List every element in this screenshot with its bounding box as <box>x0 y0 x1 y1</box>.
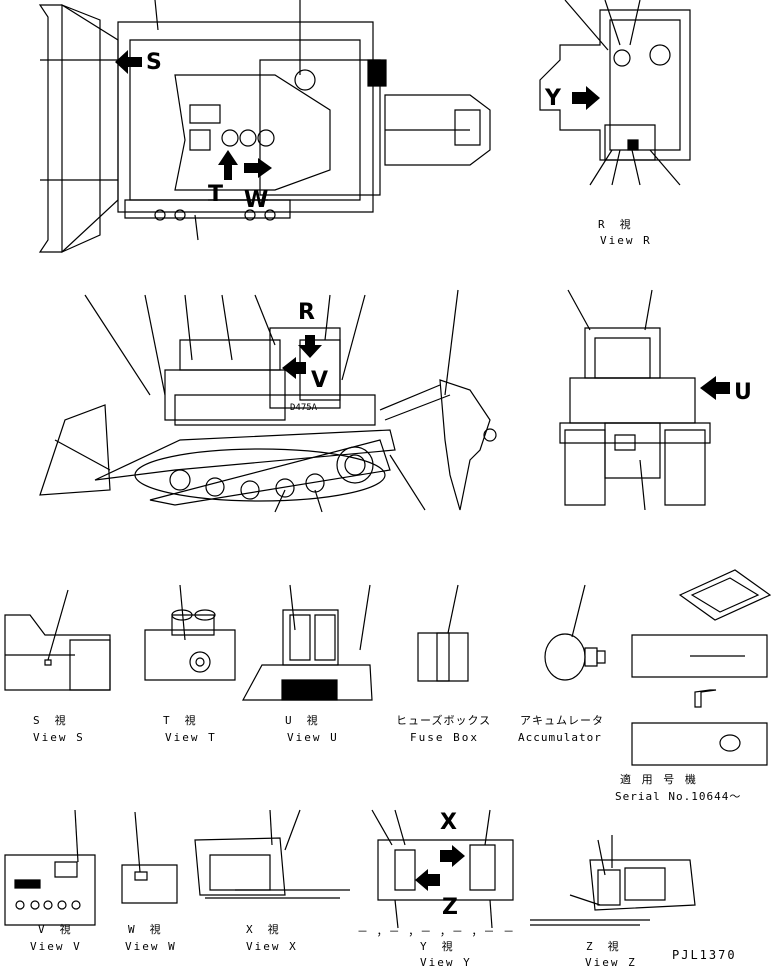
fuse-box-drawing <box>418 585 468 681</box>
view-x-drawing <box>195 810 350 898</box>
fuse-box-en: Fuse Box <box>410 731 479 744</box>
serial-jp: 適 用 号 機 <box>620 773 698 786</box>
view-w-jp: W 視 <box>128 923 163 936</box>
view-v-drawing <box>5 810 95 925</box>
view-x-en: View X <box>246 940 298 953</box>
view-y-drawing <box>372 810 513 928</box>
serial-plate-drawing <box>632 570 770 765</box>
arrow-label-v: V <box>311 368 329 393</box>
arrow-s <box>115 50 142 74</box>
arrow-y <box>572 86 600 110</box>
arrow-label-z: Z <box>442 895 458 920</box>
view-v-en: View V <box>30 940 82 953</box>
view-v-jp: V 視 <box>38 923 73 936</box>
top-plan-view <box>40 0 490 252</box>
view-z-en: View Z <box>585 956 637 969</box>
accumulator-drawing <box>545 585 605 680</box>
arrow-label-x: X <box>440 810 457 835</box>
side-view <box>40 290 496 512</box>
arrow-label-u: U <box>734 380 752 405</box>
view-y-en: View Y <box>420 956 472 969</box>
view-u-en: View U <box>287 731 339 744</box>
view-t-drawing <box>145 585 235 680</box>
arrow-label-w: W <box>244 188 269 213</box>
arrow-label-r: R <box>298 300 315 325</box>
accumulator-en: Accumulator <box>518 731 602 744</box>
arrow-label-t: T <box>208 182 224 207</box>
view-r-jp: R 視 <box>598 218 633 231</box>
arrow-w <box>244 158 272 178</box>
model-badge: D475A <box>290 403 318 413</box>
arrow-u <box>700 376 730 400</box>
arrow-z <box>415 869 440 891</box>
accumulator-jp: アキュムレータ <box>520 714 604 727</box>
arrow-r-down <box>298 335 322 358</box>
rear-view <box>560 290 710 510</box>
view-y-jp: Y 視 <box>420 940 455 953</box>
dash-marks: － ，－ ，－ ，－ ，－ － <box>357 925 516 938</box>
view-w-drawing <box>122 812 177 903</box>
view-t-jp: T 視 <box>163 714 198 727</box>
arrow-label-s: S <box>146 50 162 75</box>
view-r-en: View R <box>600 234 652 247</box>
view-s-en: View S <box>33 731 85 744</box>
view-r-drawing <box>540 0 690 185</box>
arrow-x <box>440 845 465 867</box>
drawing-number: PJL1370 <box>672 948 737 962</box>
fuse-box-jp: ヒューズボックス <box>396 714 492 727</box>
view-u-drawing <box>243 585 372 700</box>
arrow-v <box>282 357 306 379</box>
view-z-drawing <box>530 835 695 925</box>
view-z-jp: Z 視 <box>586 940 621 953</box>
view-s-drawing <box>5 590 110 690</box>
view-t-en: View T <box>165 731 217 744</box>
view-x-jp: X 視 <box>246 923 281 936</box>
serial-en: Serial No.10644～ <box>615 790 742 803</box>
view-w-en: View W <box>125 940 177 953</box>
arrow-t <box>218 150 238 180</box>
view-u-jp: U 視 <box>285 714 320 727</box>
view-s-jp: S 視 <box>33 714 68 727</box>
arrow-label-y: Y <box>545 86 561 111</box>
